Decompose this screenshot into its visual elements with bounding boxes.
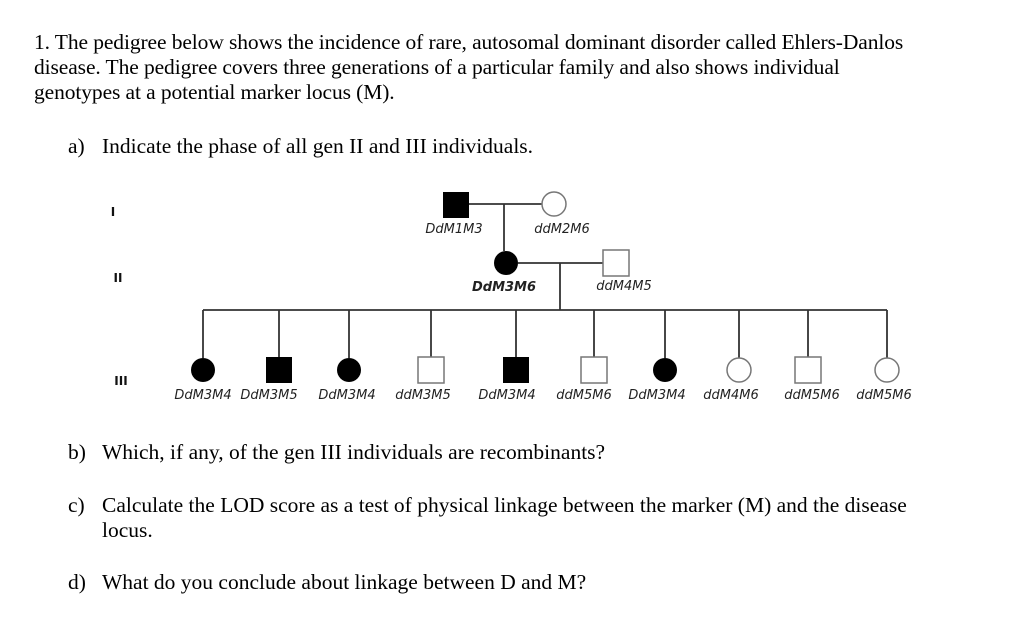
individual-III-5-affected-male <box>503 357 529 383</box>
question-label: b) <box>68 440 86 464</box>
genotype-III-8: ddM4M6 <box>703 388 758 403</box>
genotype-III-9: ddM5M6 <box>784 388 839 403</box>
question-text: Indicate the phase of all gen II and III… <box>102 134 534 158</box>
genotype-I-2: ddM2M6 <box>534 222 589 237</box>
question-text-continued: locus. <box>102 518 153 542</box>
genotype-III-1: DdM3M4 <box>174 388 231 403</box>
question-text: Which, if any, of the gen III individual… <box>102 440 606 464</box>
question-label: d) <box>68 570 86 594</box>
individual-III-4-unaffected-male <box>417 356 445 384</box>
individual-II-1-affected-female <box>494 251 518 275</box>
individual-III-1-affected-female <box>191 358 215 382</box>
generation-label-II: II <box>114 271 123 285</box>
individual-I-1-affected-male <box>443 192 469 218</box>
question-text: Calculate the LOD score as a test of phy… <box>102 493 907 517</box>
genotype-III-6: ddM5M6 <box>556 388 611 403</box>
genotype-III-2: DdM3M5 <box>240 388 297 403</box>
genotype-III-5: DdM3M4 <box>478 388 535 403</box>
genotype-I-1: DdM1M3 <box>425 222 482 237</box>
intro-line-1: 1. The pedigree below shows the incidenc… <box>34 30 904 54</box>
individual-III-8-unaffected-female <box>726 357 752 383</box>
individual-III-2-affected-male <box>266 357 292 383</box>
genotype-III-3: DdM3M4 <box>318 388 375 403</box>
individual-III-7-affected-female <box>653 358 677 382</box>
question-label: c) <box>68 493 85 517</box>
generation-label-III: III <box>114 374 127 388</box>
genotype-III-4: ddM3M5 <box>395 388 450 403</box>
intro-line-3: genotypes at a potential marker locus (M… <box>34 80 395 104</box>
individual-II-2-unaffected-male <box>602 249 630 277</box>
problem-intro: 1. The pedigree below shows the incidenc… <box>34 30 994 105</box>
genotype-III-10: ddM5M6 <box>856 388 911 403</box>
genotype-II-2: ddM4M5 <box>596 279 651 294</box>
individual-III-9-unaffected-male <box>794 356 822 384</box>
genotype-II-1: DdM3M6 <box>472 280 536 295</box>
individual-III-6-unaffected-male <box>580 356 608 384</box>
individual-III-3-affected-female <box>337 358 361 382</box>
question-label: a) <box>68 134 85 158</box>
generation-label-I: I <box>111 205 115 219</box>
genotype-III-7: DdM3M4 <box>628 388 685 403</box>
individual-I-2-unaffected-female <box>541 191 567 217</box>
intro-line-2: disease. The pedigree covers three gener… <box>34 55 840 79</box>
question-text: What do you conclude about linkage betwe… <box>102 570 587 594</box>
individual-III-10-unaffected-female <box>874 357 900 383</box>
